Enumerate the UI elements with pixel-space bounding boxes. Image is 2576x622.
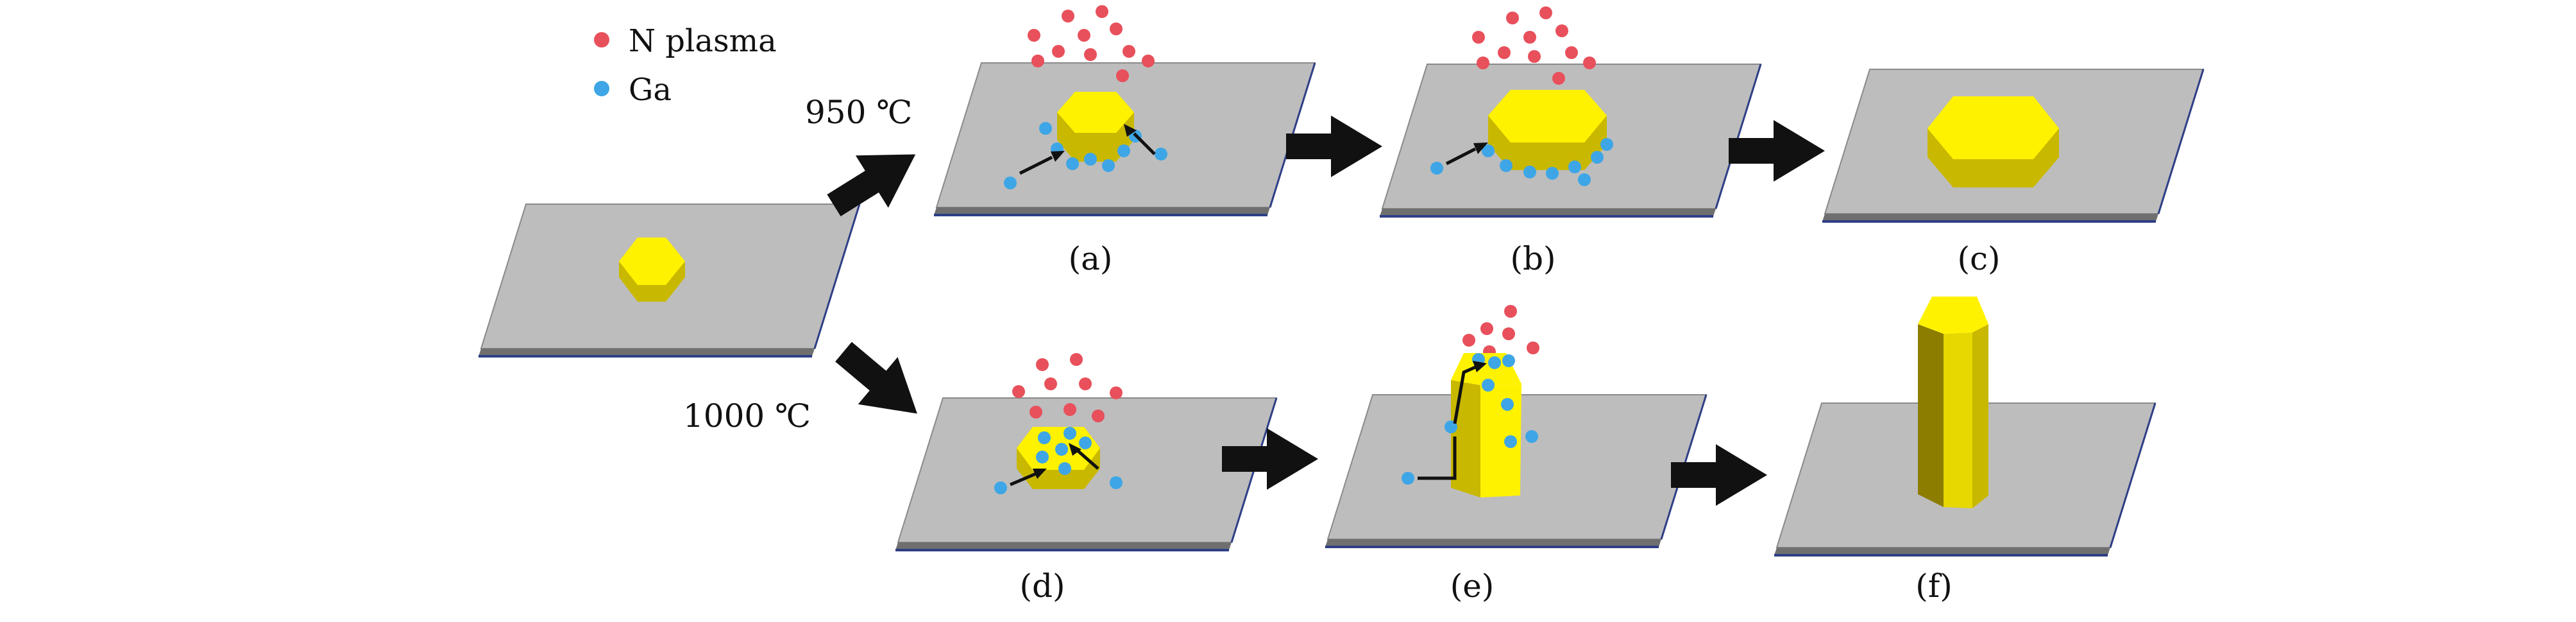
panel-label-a: (a) [1069,240,1113,277]
crystal-e [1451,353,1521,497]
crystal-f [1918,297,1988,508]
condition-lower-temperature: 1000 ℃ [683,397,811,435]
crystal-b [1488,90,1607,170]
step-arrow-b-to-c [1729,120,1825,182]
panel-b: (b) [1378,6,1762,277]
gallium-cluster-e [1402,353,1538,485]
crystal-a [1057,92,1134,162]
crystal-c [1928,96,2059,187]
panel-a: (a) [933,5,1316,277]
panel-c: (c) [1821,68,2205,277]
diffusion-arrow-b [1445,143,1488,166]
panel-e: (e) [1324,305,1707,605]
nitrogen-cluster-b [1472,6,1596,85]
panel-label-b: (b) [1510,240,1555,277]
gallium-cluster-d [994,427,1123,494]
condition-upper-temperature: 950 ℃ [805,94,912,131]
panel-f: (f) [1773,297,2157,605]
legend-label-nitrogen: N plasma [629,23,777,59]
nitrogen-dot-icon [594,32,609,48]
diffusion-arrows-a [1019,124,1156,175]
nitrogen-cluster-a [1028,5,1155,82]
panel-label-f: (f) [1915,567,1953,605]
diffusion-arrows-d [1010,443,1099,487]
nitrogen-cluster-d [1012,353,1123,422]
legend-label-gallium: Ga [629,72,672,108]
panel-label-e: (e) [1450,567,1495,605]
step-arrow-a-to-b [1286,116,1382,177]
panel-label-c: (c) [1957,240,2000,277]
gallium-cluster-b [1430,138,1613,186]
panel-d: (d) [894,353,1278,605]
nitrogen-cluster-e [1462,305,1539,358]
branch-arrow-lower [824,328,937,438]
initial-seed-crystal [619,238,685,302]
legend: N plasma Ga [594,23,777,108]
panel-label-d: (d) [1019,567,1065,605]
gallium-dot-icon [594,81,609,96]
diffusion-arrows-e [1418,361,1487,480]
